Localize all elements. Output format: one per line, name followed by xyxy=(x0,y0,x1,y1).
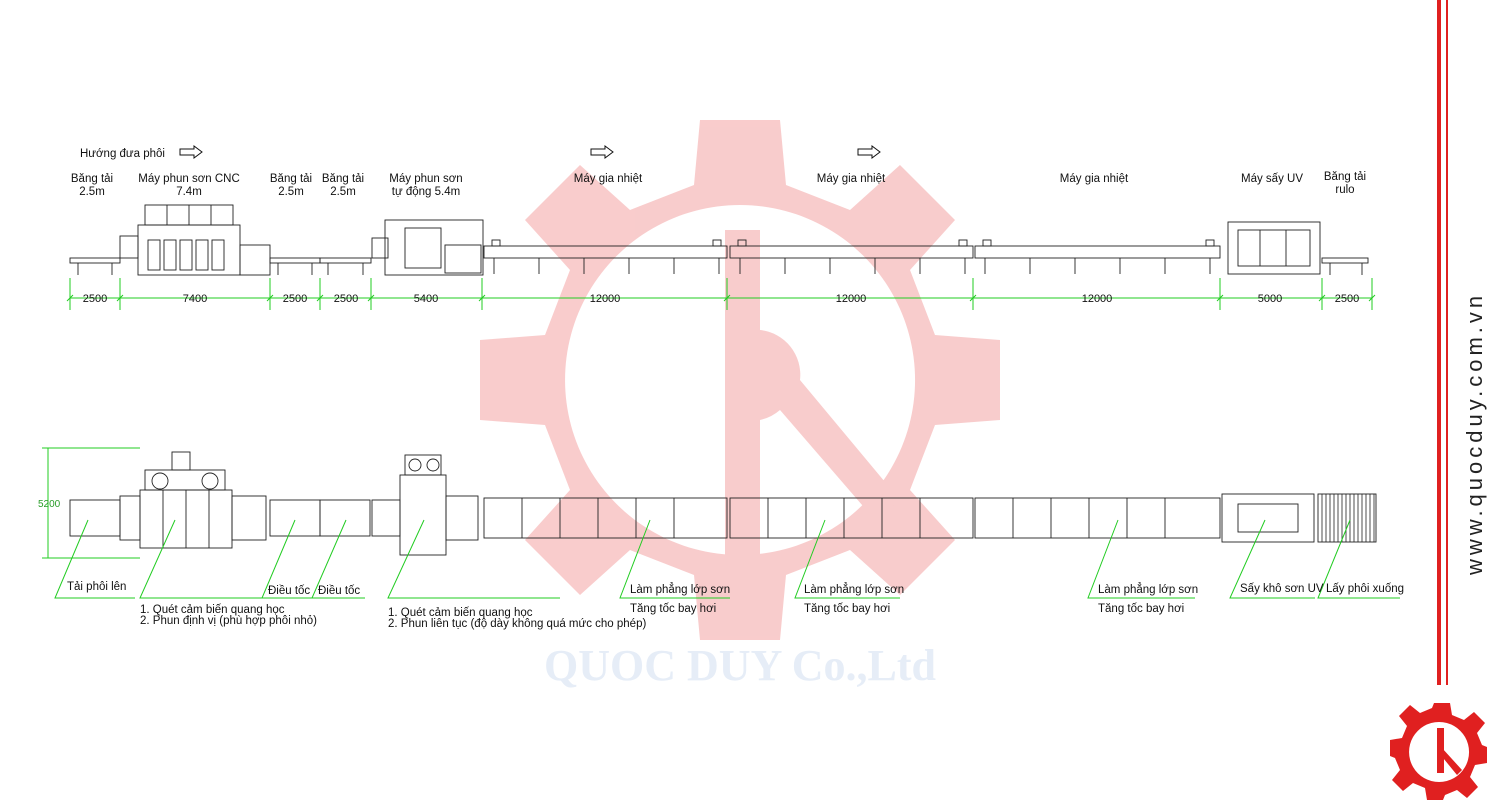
direction-label: Hướng đưa phôi xyxy=(80,148,165,160)
label-conveyor-2b: 2.5m xyxy=(278,186,304,198)
dimension-arrow xyxy=(1216,294,1224,302)
dimension-arrow xyxy=(367,294,375,302)
website-url: www.quocduy.com.vn xyxy=(1462,292,1487,576)
width-dimension xyxy=(42,447,140,559)
label-auto-spray-a: Máy phun sơn xyxy=(389,173,462,185)
label-conveyor-1a: Băng tải xyxy=(71,173,113,185)
dim-heater-2: 12000 xyxy=(836,293,867,305)
callout-heater3-a: Làm phẳng lớp sơn xyxy=(1098,583,1198,596)
dim-auto-spray: 5400 xyxy=(414,293,438,305)
dim-uv: 5000 xyxy=(1258,293,1282,305)
dimension-arrow xyxy=(1318,294,1326,302)
dimension-arrow xyxy=(1368,294,1376,302)
heater-end-cap xyxy=(491,239,501,247)
width-dimension-value: 5200 xyxy=(38,499,61,510)
heater-end-cap xyxy=(958,239,968,247)
callout-load: Tải phôi lên xyxy=(67,581,126,593)
side-elevation xyxy=(69,204,1369,276)
heater-end-cap xyxy=(737,239,747,247)
heater-end-cap xyxy=(712,239,722,247)
label-auto-spray-b: tự động 5.4m xyxy=(392,186,460,198)
heater-body xyxy=(729,245,974,259)
dim-roller: 2500 xyxy=(1335,293,1359,305)
dim-cnc: 7400 xyxy=(183,293,207,305)
leader-lines xyxy=(54,519,1400,599)
heater-plan xyxy=(483,497,728,539)
direction-arrow-icon xyxy=(179,145,881,159)
dim-conveyor-3: 2500 xyxy=(334,293,358,305)
label-roller-a: Băng tải xyxy=(1324,171,1366,183)
watermark-gear-logo xyxy=(480,120,1000,640)
callout-cnc-1: 1. Quét cảm biến quang học xyxy=(140,604,285,616)
callout-cnc-2: 2. Phun định vị (phù hợp phôi nhỏ) xyxy=(140,615,317,627)
label-heater-1: Máy gia nhiệt xyxy=(574,173,643,185)
right-border xyxy=(1437,0,1448,685)
heater-plan xyxy=(729,497,974,539)
dimension-arrow xyxy=(478,294,486,302)
dimension-arrow xyxy=(266,294,274,302)
callout-speed-2: Điều tốc xyxy=(318,585,360,597)
watermark-text: QUOC DUY Co.,Ltd xyxy=(544,641,936,690)
dim-heater-3: 12000 xyxy=(1082,293,1113,305)
label-heater-2: Máy gia nhiệt xyxy=(817,173,886,185)
label-conveyor-2a: Băng tải xyxy=(270,173,312,185)
label-conveyor-3a: Băng tải xyxy=(322,173,364,185)
dim-conveyor-1: 2500 xyxy=(83,293,107,305)
plan-view xyxy=(69,451,1377,556)
dimension-arrow xyxy=(66,294,74,302)
callout-heater1-a: Làm phẳng lớp sơn xyxy=(630,583,730,596)
callout-auto-1: 1. Quét cảm biến quang học xyxy=(388,607,533,619)
callout-heater1-b: Tăng tốc bay hơi xyxy=(630,603,716,615)
callout-uv: Sấy khô sơn UV xyxy=(1240,583,1324,595)
label-conveyor-3b: 2.5m xyxy=(330,186,356,198)
brand-gear-icon xyxy=(1390,703,1487,800)
dimension-values: 2500 7400 2500 2500 5400 12000 12000 120… xyxy=(83,293,1359,305)
dim-heater-1: 12000 xyxy=(590,293,621,305)
callout-unload: Lấy phôi xuống xyxy=(1326,583,1404,595)
label-heater-3: Máy gia nhiệt xyxy=(1060,173,1129,185)
dim-conveyor-2: 2500 xyxy=(283,293,307,305)
dimension-arrow xyxy=(316,294,324,302)
machine-labels: Băng tải 2.5m Máy phun sơn CNC 7.4m Băng… xyxy=(71,171,1366,198)
callout-heater2-a: Làm phẳng lớp sơn xyxy=(804,583,904,596)
callout-heater3-b: Tăng tốc bay hơi xyxy=(1098,603,1184,615)
callout-speed-1: Điều tốc xyxy=(268,585,310,597)
label-uv-dryer: Máy sấy UV xyxy=(1241,173,1303,185)
dimension-arrow xyxy=(723,294,731,302)
dimension-arrow xyxy=(969,294,977,302)
callout-auto-2: 2. Phun liên tục (độ dày không quá mức c… xyxy=(388,618,646,630)
heater-body xyxy=(483,245,728,259)
label-roller-b: rulo xyxy=(1335,184,1354,196)
dimension-ticks xyxy=(66,278,1376,310)
dimension-arrow xyxy=(116,294,124,302)
heater-body xyxy=(974,245,1221,259)
label-cnc-a: Máy phun sơn CNC xyxy=(138,173,240,185)
label-conveyor-1b: 2.5m xyxy=(79,186,105,198)
heater-end-cap xyxy=(982,239,992,247)
heater-plan xyxy=(974,497,1221,539)
label-cnc-b: 7.4m xyxy=(176,186,202,198)
callout-heater2-b: Tăng tốc bay hơi xyxy=(804,603,890,615)
callouts: Tải phôi lên 1. Quét cảm biến quang học … xyxy=(67,581,1404,630)
heater-end-cap xyxy=(1205,239,1215,247)
roller-lines xyxy=(1321,494,1375,542)
